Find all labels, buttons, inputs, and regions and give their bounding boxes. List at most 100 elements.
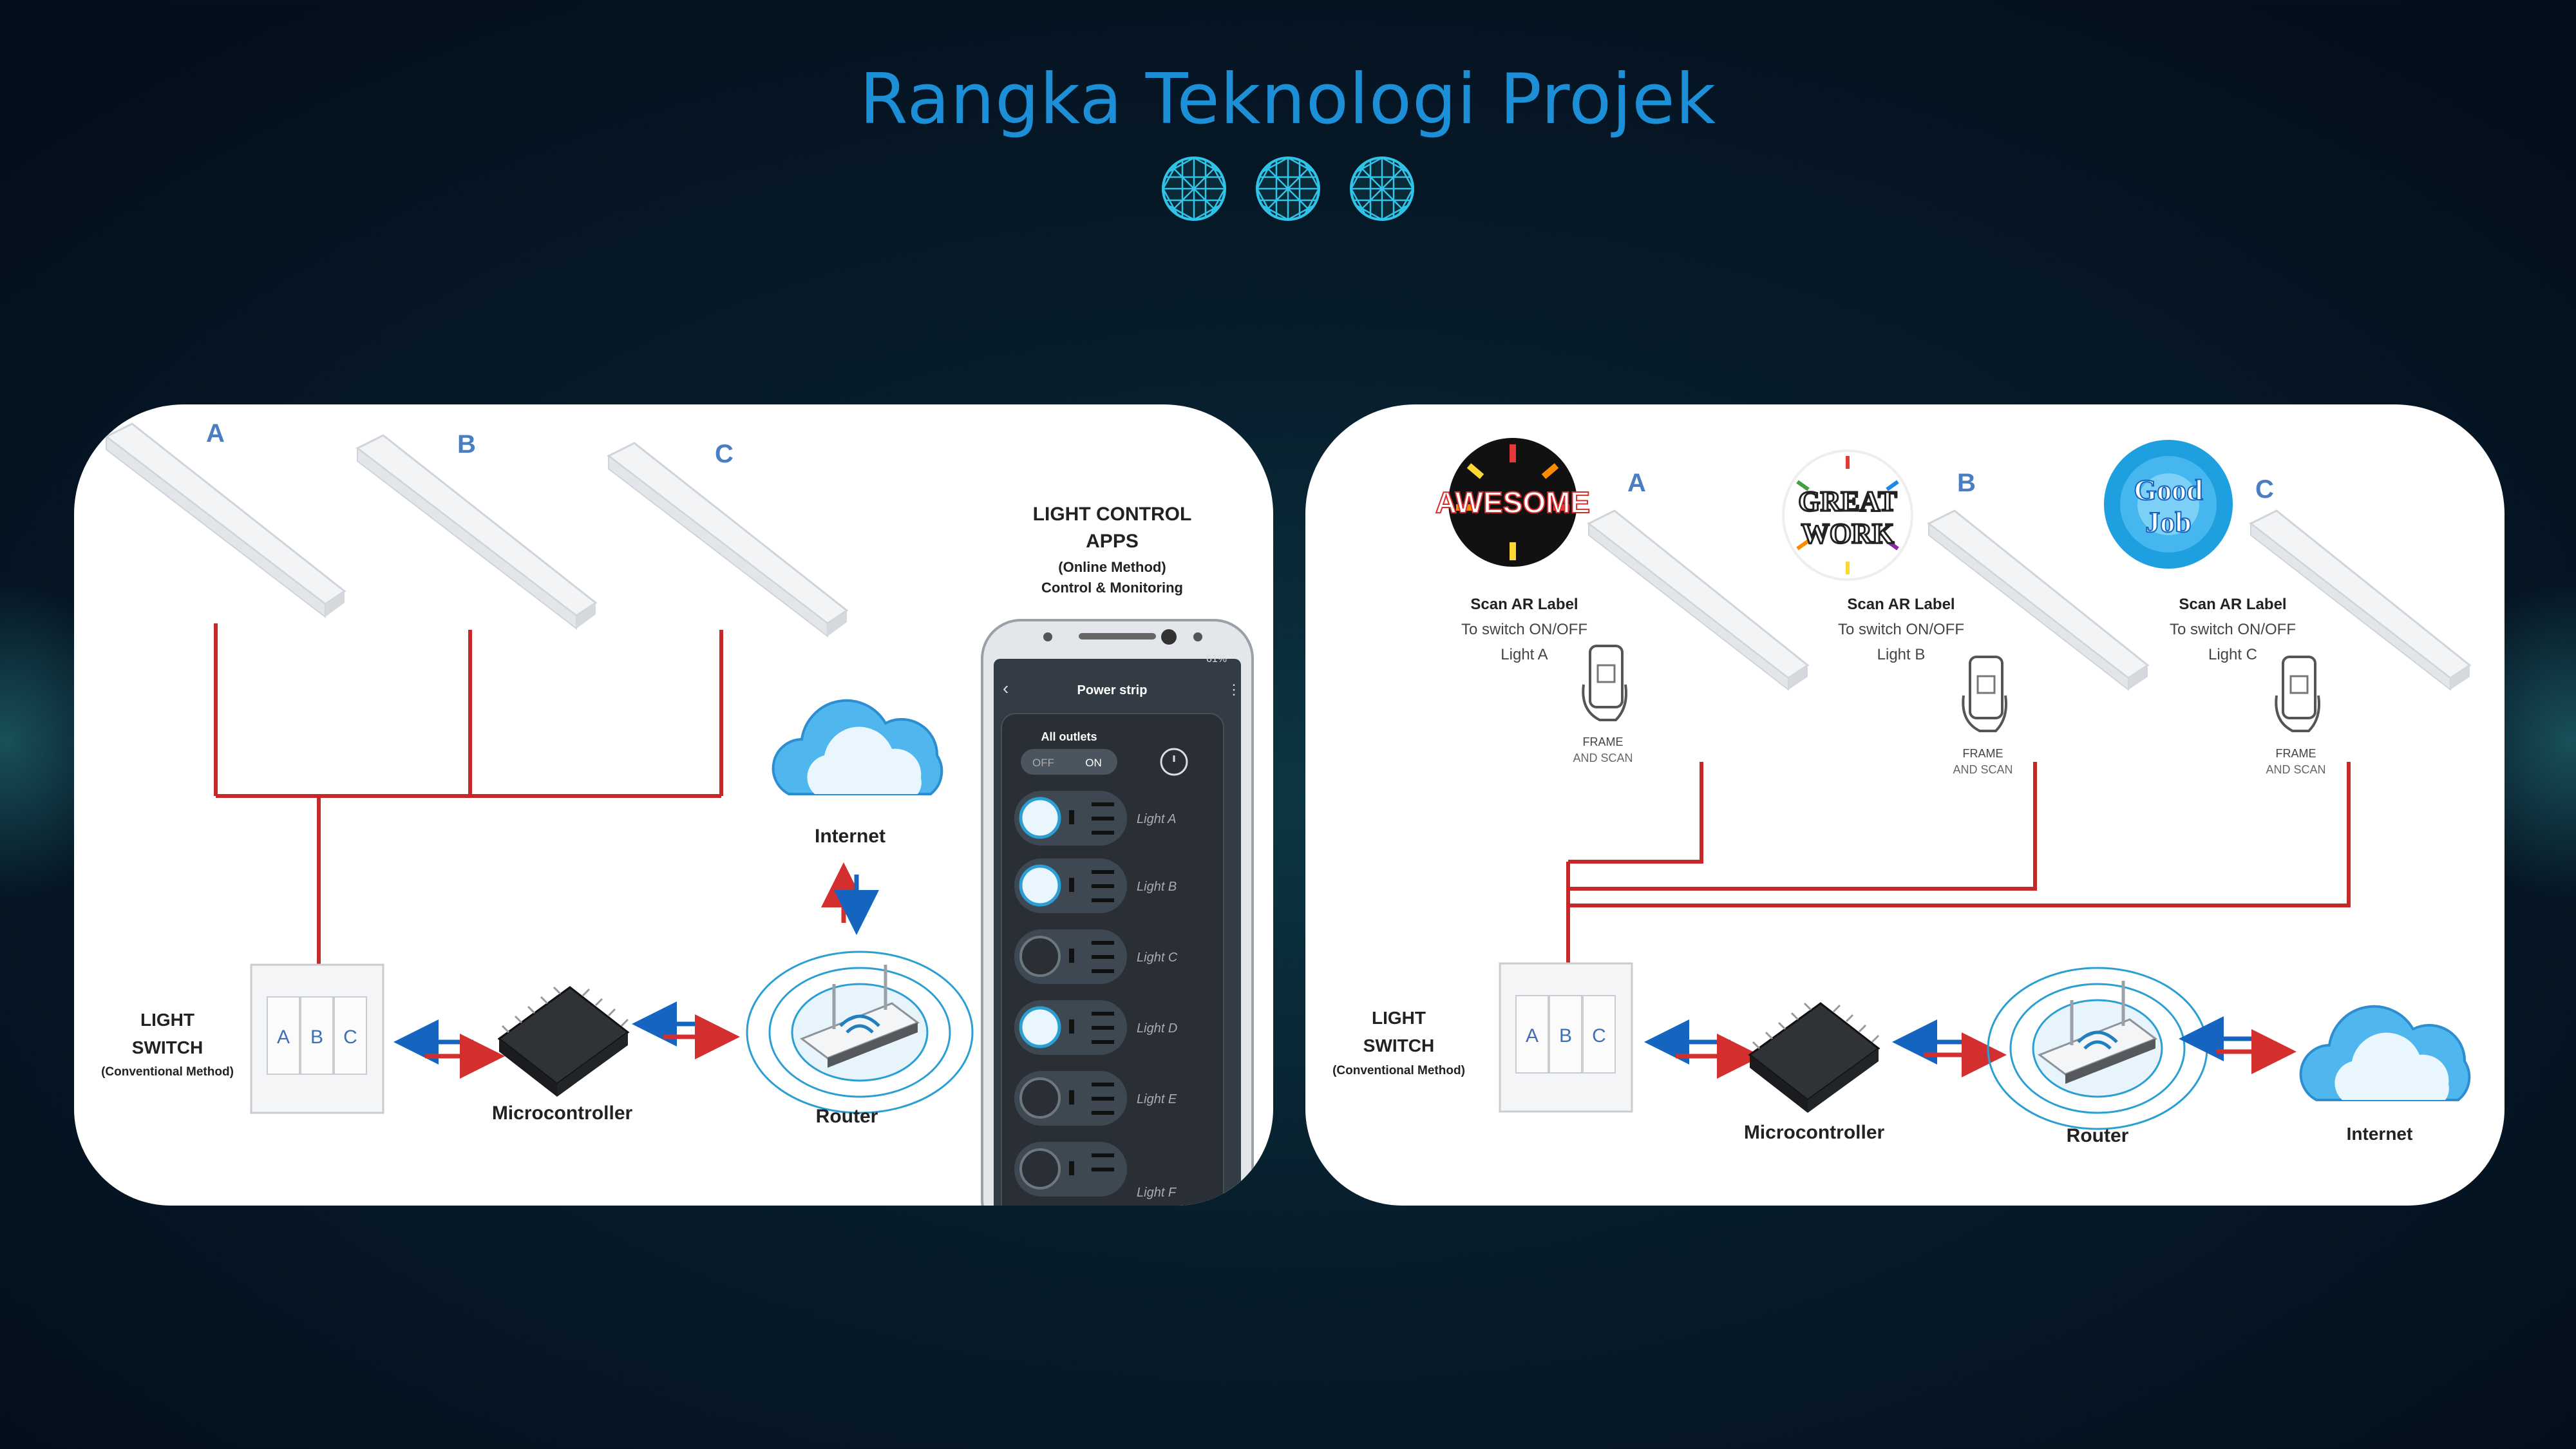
outlet-row-light-a[interactable]: Light A — [1014, 791, 1177, 846]
phone-header: Power strip — [1077, 683, 1148, 697]
diagram-online-method: A B C A B C LIGHT SWITCH (Conventional M… — [74, 404, 1273, 1206]
toggle-on-label: ON — [1085, 757, 1102, 769]
title-decoration — [1162, 156, 1414, 221]
scan-phone-icon-b: FRAME AND SCAN — [1953, 656, 2013, 776]
scan-light-c: Light C — [2208, 646, 2257, 663]
router-label: Router — [816, 1106, 878, 1127]
light-switch: A B C — [1499, 962, 1633, 1113]
cloud-icon — [2299, 1005, 2471, 1101]
scan-title-a: Scan AR Label — [1470, 596, 1578, 613]
ar-label-great-work: GREAT WORK — [1782, 450, 1913, 581]
switch-key-a: A — [1526, 1025, 1539, 1046]
switch-title: LIGHT — [140, 1010, 194, 1030]
scan-line-c: To switch ON/OFF — [2170, 621, 2296, 638]
frame-label-b: FRAME — [1963, 747, 2003, 760]
and-scan-label-c: AND SCAN — [2266, 763, 2325, 776]
switch-key-b: B — [1559, 1025, 1572, 1046]
badge-work-text: WORK — [1801, 518, 1894, 549]
scan-light-a: Light A — [1501, 646, 1548, 663]
globe-icon-2 — [1256, 156, 1320, 221]
light-c-label: Light C — [1137, 951, 1178, 965]
all-outlets-toggle[interactable] — [1021, 749, 1117, 775]
badge-great-text: GREAT — [1798, 486, 1897, 517]
router-icon — [1987, 967, 2208, 1130]
internet-label: Internet — [815, 826, 886, 847]
ar-label-awesome: AWESOME — [1435, 438, 1591, 567]
scan-instruction-a: Scan AR Label To switch ON/OFF Light A — [1461, 596, 1587, 663]
scan-phone-icon-c: FRAME AND SCAN — [2266, 656, 2326, 776]
light-a-label: Light A — [1137, 812, 1177, 826]
switch-title-2: SWITCH — [132, 1037, 203, 1057]
arrows-micro-router — [632, 1001, 740, 1059]
scan-line-a: To switch ON/OFF — [1461, 621, 1587, 638]
light-f-label: Light F — [1137, 1186, 1177, 1200]
switch-key-b: B — [310, 1027, 323, 1048]
ar-label-good-job: Good Job — [2104, 440, 2233, 569]
switch-key-c: C — [1592, 1025, 1606, 1046]
more-icon[interactable]: ⋮ — [1227, 681, 1241, 697]
apps-title: LIGHT CONTROL — [1033, 504, 1192, 525]
wiring — [214, 623, 723, 965]
toggle-off-label: OFF — [1032, 757, 1054, 769]
outlet-row-light-d[interactable]: Light D — [1014, 1000, 1177, 1055]
switch-subtitle: (Conventional Method) — [101, 1065, 234, 1079]
outlet-row-light-f[interactable]: Light F — [1014, 1142, 1177, 1200]
apps-title-2: APPS — [1086, 531, 1139, 552]
page-title: Rangka Teknologi Projek — [859, 59, 1717, 140]
globe-icon-1 — [1162, 156, 1226, 221]
microcontroller-chip-icon — [1748, 1002, 1880, 1113]
router-label: Router — [2067, 1125, 2129, 1146]
arrows-switch-micro — [393, 1019, 505, 1079]
arrows-router-internet — [821, 862, 879, 935]
badge-good-text: Good — [2134, 473, 2203, 506]
switch-title: LIGHT — [1372, 1008, 1426, 1028]
microcontroller-label: Microcontroller — [492, 1103, 633, 1124]
microcontroller-chip-icon — [497, 986, 630, 1097]
light-label-c: C — [2255, 475, 2274, 504]
light-label-b: B — [1957, 469, 1976, 497]
arrows-switch-micro — [1644, 1019, 1762, 1079]
switch-title-2: SWITCH — [1363, 1036, 1434, 1056]
phone-battery-status: 61% — [1206, 654, 1227, 665]
scan-title-c: Scan AR Label — [2179, 596, 2286, 613]
scan-title-b: Scan AR Label — [1847, 596, 1955, 613]
badge-job-text: Job — [2145, 506, 2192, 538]
all-outlets-label: All outlets — [1041, 730, 1097, 743]
switch-subtitle: (Conventional Method) — [1332, 1064, 1465, 1077]
diagram-ar-method: AWESOME GREAT WORK Good Job A B C Scan A… — [1305, 404, 2505, 1206]
timer-icon[interactable] — [1160, 748, 1188, 776]
light-label-b: B — [457, 430, 476, 459]
wiring — [1566, 762, 2351, 965]
light-label-a: A — [206, 419, 225, 448]
scan-phone-icon-a: FRAME AND SCAN — [1573, 645, 1633, 764]
scan-instruction-c: Scan AR Label To switch ON/OFF Light C — [2170, 596, 2296, 663]
light-b-label: Light B — [1137, 880, 1177, 894]
frame-label-c: FRAME — [2276, 747, 2316, 760]
scan-line-b: To switch ON/OFF — [1838, 621, 1964, 638]
outlet-row-light-b[interactable]: Light B — [1014, 858, 1177, 913]
scan-light-b: Light B — [1877, 646, 1926, 663]
switch-key-c: C — [343, 1027, 357, 1048]
scan-instruction-b: Scan AR Label To switch ON/OFF Light B — [1838, 596, 1964, 663]
light-switch: A B C — [250, 963, 384, 1114]
ceiling-light-c — [607, 442, 848, 638]
ceiling-light-b — [356, 434, 597, 630]
switch-key-a: A — [277, 1027, 290, 1048]
internet-label: Internet — [2347, 1124, 2413, 1144]
back-arrow-icon[interactable]: ‹ — [1003, 678, 1009, 698]
cloud-icon — [772, 699, 943, 795]
ceiling-light-a — [105, 422, 346, 618]
arrows-micro-router — [1892, 1019, 2007, 1077]
light-label-c: C — [715, 440, 734, 468]
microcontroller-label: Microcontroller — [1744, 1122, 1885, 1143]
arrows-router-internet — [2179, 1016, 2297, 1074]
and-scan-label-b: AND SCAN — [1953, 763, 2012, 776]
light-d-label: Light D — [1137, 1021, 1177, 1036]
outlet-row-light-c[interactable]: Light C — [1014, 929, 1178, 984]
apps-subtitle: (Online Method) — [1058, 559, 1166, 575]
outlet-row-light-e[interactable]: Light E — [1014, 1071, 1177, 1126]
light-label-a: A — [1627, 469, 1646, 497]
router-icon — [746, 951, 974, 1114]
and-scan-label-a: AND SCAN — [1573, 752, 1633, 764]
frame-label-a: FRAME — [1583, 735, 1624, 748]
